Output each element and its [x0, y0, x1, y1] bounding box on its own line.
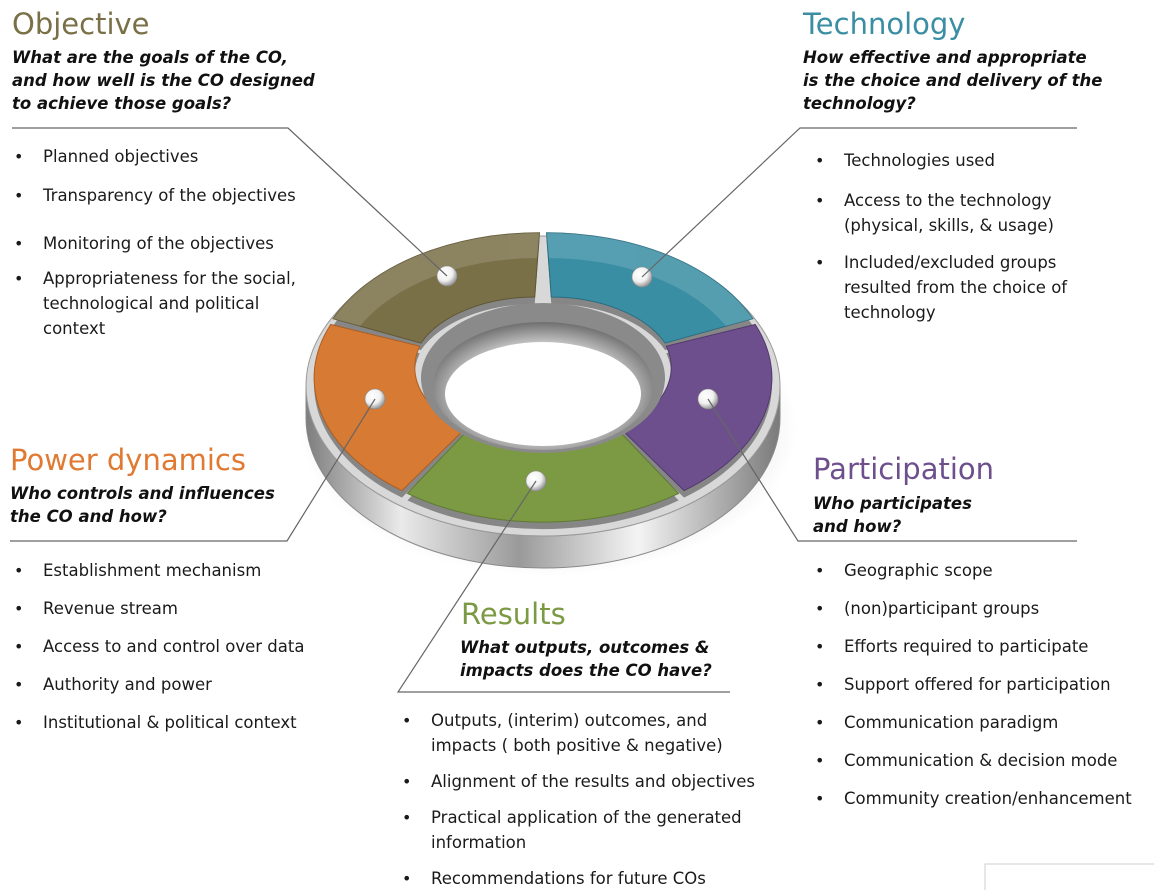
list-item-text: Authority and power	[43, 675, 212, 694]
list-item-text: impacts ( both positive & negative)	[431, 736, 723, 755]
list-item: Transparency of the objectives	[12, 183, 296, 208]
list-item-text: Appropriateness for the social,	[43, 269, 296, 288]
list-item: Geographic scope	[813, 558, 1132, 583]
results-question: What outputs, outcomes & impacts does th…	[460, 636, 712, 682]
segment-highlights	[333, 232, 753, 326]
objective-list: Planned objectives Transparency of the o…	[12, 144, 296, 341]
list-item-text: Transparency of the objectives	[43, 186, 296, 205]
list-item: Access to the technology (physical, skil…	[813, 188, 1067, 238]
list-item: Technologies used	[813, 148, 1067, 173]
list-item: Monitoring of the objectives	[12, 231, 296, 256]
list-item: Establishment mechanism	[12, 558, 304, 583]
list-item-text: Technologies used	[844, 151, 995, 170]
list-item-text: Planned objectives	[43, 147, 199, 166]
participation-question: Who participates and how?	[813, 492, 972, 538]
participation-question-line: and how?	[813, 517, 902, 536]
corner-box	[984, 863, 1154, 890]
participation-question-line: Who participates	[813, 494, 972, 513]
power-dynamics-list: Establishment mechanism Revenue stream A…	[12, 558, 304, 735]
list-item-text: Geographic scope	[844, 561, 993, 580]
list-item-text: Community creation/enhancement	[844, 789, 1132, 808]
list-item-text: resulted from the choice of	[844, 278, 1068, 297]
technology-question: How effective and appropriate is the cho…	[803, 46, 1102, 115]
participation-list: Geographic scope (non)participant groups…	[813, 558, 1132, 811]
list-item: (non)participant groups	[813, 596, 1132, 621]
objective-question-line: to achieve those goals?	[12, 94, 232, 113]
list-item: Planned objectives	[12, 144, 296, 169]
list-item-text: Monitoring of the objectives	[43, 234, 274, 253]
list-item: Outputs, (interim) outcomes, and impacts…	[400, 708, 755, 758]
list-item: Efforts required to participate	[813, 634, 1132, 659]
technology-question-line: How effective and appropriate	[803, 48, 1087, 67]
list-item: Included/excluded groups resulted from t…	[813, 250, 1067, 325]
ring-hole-highlight	[445, 342, 641, 446]
list-item-text: Support offered for participation	[844, 675, 1111, 694]
list-item-text: Practical application of the generated	[431, 808, 742, 827]
list-item-text: Communication & decision mode	[844, 751, 1118, 770]
technology-question-line: technology?	[803, 94, 916, 113]
list-item-text: Establishment mechanism	[43, 561, 262, 580]
list-item-text: Revenue stream	[43, 599, 178, 618]
participation-title: Participation	[813, 452, 995, 486]
list-item-text: Access to the technology	[844, 191, 1052, 210]
list-item-text: Recommendations for future COs	[431, 869, 706, 888]
objective-question-line: and how well is the CO designed	[12, 71, 315, 90]
list-item-text: Included/excluded groups	[844, 253, 1057, 272]
list-item-text: information	[431, 833, 527, 852]
leader-line-results	[396, 480, 730, 693]
leader-line-technology	[641, 127, 1077, 278]
objective-question-line: What are the goals of the CO,	[12, 48, 288, 67]
results-question-line: What outputs, outcomes &	[460, 638, 710, 657]
leader-line-participation	[707, 398, 1077, 542]
list-item-text: Outputs, (interim) outcomes, and	[431, 711, 708, 730]
list-item: Alignment of the results and objectives	[400, 769, 755, 794]
list-item-text: Institutional & political context	[43, 713, 297, 732]
list-item: Authority and power	[12, 672, 304, 697]
list-item-text: technological and political	[43, 294, 260, 313]
objective-title: Objective	[12, 7, 150, 41]
list-item: Access to and control over data	[12, 634, 304, 659]
power-dynamics-title: Power dynamics	[10, 443, 246, 477]
power-dynamics-question-line: Who controls and influences	[10, 484, 275, 503]
list-item: Revenue stream	[12, 596, 304, 621]
segment-participation[interactable]	[619, 323, 773, 492]
list-item-text: Alignment of the results and objectives	[431, 772, 756, 791]
technology-list: Technologies used Access to the technolo…	[813, 148, 1067, 325]
list-item: Institutional & political context	[12, 710, 304, 735]
list-item-text: Efforts required to participate	[844, 637, 1089, 656]
objective-question: What are the goals of the CO, and how we…	[12, 46, 315, 115]
list-item: Support offered for participation	[813, 672, 1132, 697]
results-list: Outputs, (interim) outcomes, and impacts…	[400, 708, 755, 891]
power-dynamics-question: Who controls and influences the CO and h…	[10, 482, 275, 528]
results-question-line: impacts does the CO have?	[460, 661, 712, 680]
list-item: Practical application of the generated i…	[400, 805, 755, 855]
technology-question-line: is the choice and delivery of the	[803, 71, 1103, 90]
leader-line-power	[10, 398, 376, 542]
segment-technology[interactable]	[545, 232, 754, 344]
list-item: Communication paradigm	[813, 710, 1132, 735]
list-item: Community creation/enhancement	[813, 786, 1132, 811]
segment-objective[interactable]	[332, 232, 541, 344]
results-title: Results	[461, 597, 566, 631]
list-item-text: technology	[844, 303, 936, 322]
technology-title: Technology	[803, 7, 966, 41]
list-item-text: Communication paradigm	[844, 713, 1059, 732]
list-item-text: (non)participant groups	[844, 599, 1040, 618]
list-item: Communication & decision mode	[813, 748, 1132, 773]
list-item-text: (physical, skills, & usage)	[844, 216, 1054, 235]
list-item: Recommendations for future COs	[400, 866, 755, 891]
power-dynamics-question-line: the CO and how?	[10, 507, 167, 526]
list-item-text: context	[43, 319, 106, 338]
list-item: Appropriateness for the social, technolo…	[12, 266, 296, 341]
leader-line-objective	[12, 127, 448, 277]
list-item-text: Access to and control over data	[43, 637, 305, 656]
